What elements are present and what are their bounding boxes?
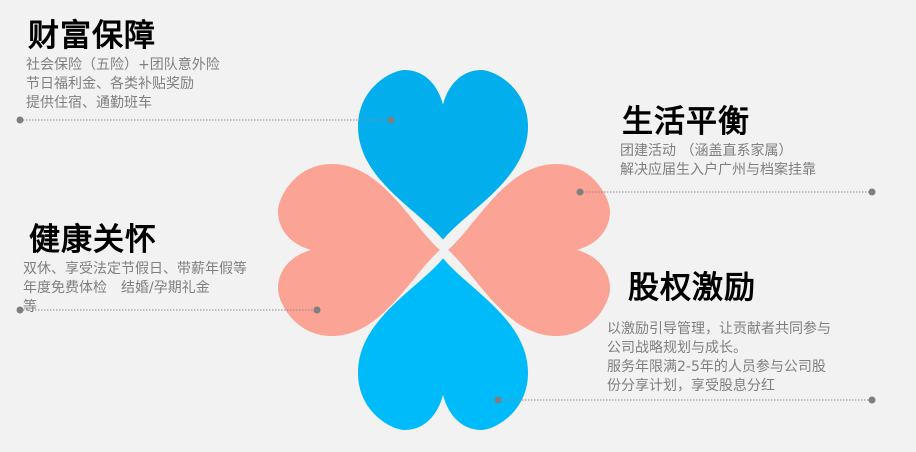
desc-line: 社会保险（五险）+团队意外险 <box>26 57 220 73</box>
connector-dots <box>16 116 876 404</box>
section-desc-equity: 以激励引导管理，让贡献者共同参与 公司战略规划与成长。 服务年限满2-5年的人员… <box>607 320 831 396</box>
desc-line: 团建活动 （涵盖直系家属） <box>620 143 793 159</box>
desc-line: 等 <box>23 299 37 315</box>
section-desc-health: 双休、享受法定节假日、带薪年假等 年度免费体检 结婚/孕期礼金 等 <box>23 260 247 317</box>
desc-line: 解决应届生入户广州与档案挂靠 <box>620 162 816 178</box>
section-desc-wealth: 社会保险（五险）+团队意外险 节日福利金、各类补贴奖励 提供住宿、通勤班车 <box>26 56 220 113</box>
section-title-wealth: 财富保障 <box>28 18 156 54</box>
desc-line: 服务年限满2-5年的人员参与公司股 <box>607 359 826 375</box>
desc-line: 以激励引导管理，让贡献者共同参与 <box>607 321 831 337</box>
desc-line: 份分享计划，享受股息分红 <box>607 378 775 394</box>
section-title-life: 生活平衡 <box>622 104 750 140</box>
section-title-health: 健康关怀 <box>29 222 157 258</box>
section-title-equity: 股权激励 <box>628 270 756 306</box>
desc-line: 公司战略规划与成长。 <box>607 340 747 356</box>
desc-line: 年度免费体检 结婚/孕期礼金 <box>23 280 210 296</box>
desc-line: 双休、享受法定节假日、带薪年假等 <box>23 261 247 277</box>
desc-line: 提供住宿、通勤班车 <box>26 95 152 111</box>
desc-line: 节日福利金、各类补贴奖励 <box>26 76 194 92</box>
section-desc-life: 团建活动 （涵盖直系家属） 解决应届生入户广州与档案挂靠 <box>620 142 816 180</box>
connector-lines <box>20 119 872 401</box>
